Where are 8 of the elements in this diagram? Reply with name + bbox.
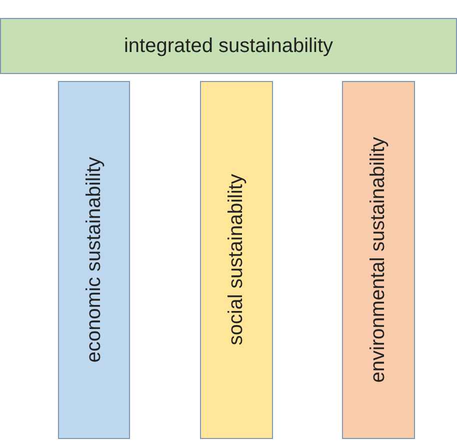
pillar-label: social sustainability xyxy=(225,174,248,346)
pillar-box xyxy=(200,81,273,439)
pillar-box xyxy=(58,81,130,439)
pillar-box xyxy=(342,81,415,439)
pillar-label: economic sustainability xyxy=(82,157,106,363)
banner-label: integrated sustainability xyxy=(124,34,333,58)
banner-box xyxy=(0,18,457,74)
pillar-label: environmental sustainability xyxy=(367,137,390,383)
